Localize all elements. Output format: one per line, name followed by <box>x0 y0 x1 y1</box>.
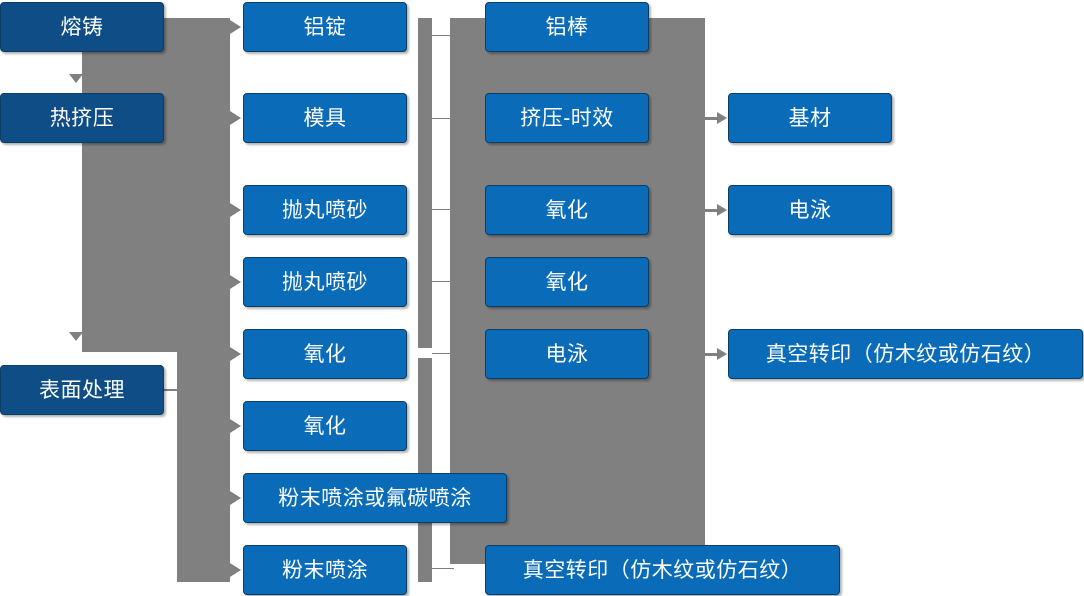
melting-down-arrow <box>69 74 83 83</box>
notch-line-2 <box>432 118 454 119</box>
input-box-shotblast-1[interactable]: 抛丸喷砂 <box>243 185 407 235</box>
operation-box-oxidize-2[interactable]: 氧化 <box>485 257 649 307</box>
arrow-to-output-substrate <box>705 112 727 124</box>
arrow-to-input-oxidize-1 <box>230 347 241 361</box>
extrude-down-arrow <box>69 332 83 341</box>
notch-line-5 <box>432 353 454 354</box>
input-label-powder: 粉末喷涂 <box>282 558 368 582</box>
input-box-shotblast-2[interactable]: 抛丸喷砂 <box>243 257 407 307</box>
input-label-ingot: 铝锭 <box>303 15 347 39</box>
operation-label-electro: 电泳 <box>545 342 589 366</box>
output-box-substrate[interactable]: 基材 <box>728 93 892 143</box>
arrow-to-input-shotblast-2 <box>230 275 241 289</box>
stage-label-melting: 熔铸 <box>60 15 104 39</box>
operation-label-bar: 铝棒 <box>545 15 589 39</box>
operation-box-bar[interactable]: 铝棒 <box>485 2 649 52</box>
input-box-mold[interactable]: 模具 <box>243 93 407 143</box>
arrow-to-input-powder <box>230 563 241 577</box>
operation-label-oxidize-1: 氧化 <box>545 198 589 222</box>
input-label-oxidize-1: 氧化 <box>303 342 347 366</box>
notch-line-3 <box>432 209 454 210</box>
arrow-to-output-vacuum <box>705 348 727 360</box>
output-label-electro: 电泳 <box>788 198 832 222</box>
left-connector-band-upper <box>82 18 230 352</box>
arrow-to-input-powder-fluoro <box>230 491 241 505</box>
operation-label-vacuum: 真空转印（仿木纹或仿石纹） <box>522 558 803 582</box>
notch-line-6 <box>432 568 454 569</box>
operation-box-oxidize-1[interactable]: 氧化 <box>485 185 649 235</box>
input-label-oxidize-2: 氧化 <box>303 414 347 438</box>
operation-label-oxidize-2: 氧化 <box>545 270 589 294</box>
input-label-mold: 模具 <box>303 106 347 130</box>
input-box-oxidize-2[interactable]: 氧化 <box>243 401 407 451</box>
surface-stage-elbow <box>164 389 180 391</box>
arrow-to-input-ingot <box>230 20 241 34</box>
stage-box-extrude[interactable]: 热挤压 <box>0 93 164 143</box>
stage-box-surface[interactable]: 表面处理 <box>0 365 164 415</box>
output-label-substrate: 基材 <box>788 106 832 130</box>
output-box-electro[interactable]: 电泳 <box>728 185 892 235</box>
input-label-shotblast-1: 抛丸喷砂 <box>282 198 368 222</box>
stage-label-extrude: 热挤压 <box>49 106 115 130</box>
output-box-vacuum[interactable]: 真空转印（仿木纹或仿石纹） <box>728 329 1083 379</box>
stage-label-surface: 表面处理 <box>39 378 125 402</box>
operation-box-electro[interactable]: 电泳 <box>485 329 649 379</box>
arrow-to-input-mold <box>230 111 241 125</box>
arrow-to-input-oxidize-2 <box>230 419 241 433</box>
operation-label-extrude: 挤压-时效 <box>520 106 614 130</box>
notch-line-4 <box>432 281 454 282</box>
input-box-powder-fluoro[interactable]: 粉末喷涂或氟碳喷涂 <box>243 473 507 523</box>
input-box-ingot[interactable]: 铝锭 <box>243 2 407 52</box>
left-connector-band-lower <box>177 352 230 582</box>
middle-narrow-bar-lower <box>418 358 432 582</box>
arrow-to-input-shotblast-1 <box>230 203 241 217</box>
arrow-to-output-electro <box>705 204 727 216</box>
operation-box-extrude[interactable]: 挤压-时效 <box>485 93 649 143</box>
stage-box-melting[interactable]: 熔铸 <box>0 2 164 52</box>
input-label-shotblast-2: 抛丸喷砂 <box>282 270 368 294</box>
operation-box-vacuum[interactable]: 真空转印（仿木纹或仿石纹） <box>485 545 840 595</box>
output-label-vacuum: 真空转印（仿木纹或仿石纹） <box>765 342 1046 366</box>
input-box-powder[interactable]: 粉末喷涂 <box>243 545 407 595</box>
input-label-powder-fluoro: 粉末喷涂或氟碳喷涂 <box>278 486 472 510</box>
input-box-oxidize-1[interactable]: 氧化 <box>243 329 407 379</box>
notch-line-1 <box>432 35 454 36</box>
middle-narrow-bar-upper <box>418 18 432 348</box>
